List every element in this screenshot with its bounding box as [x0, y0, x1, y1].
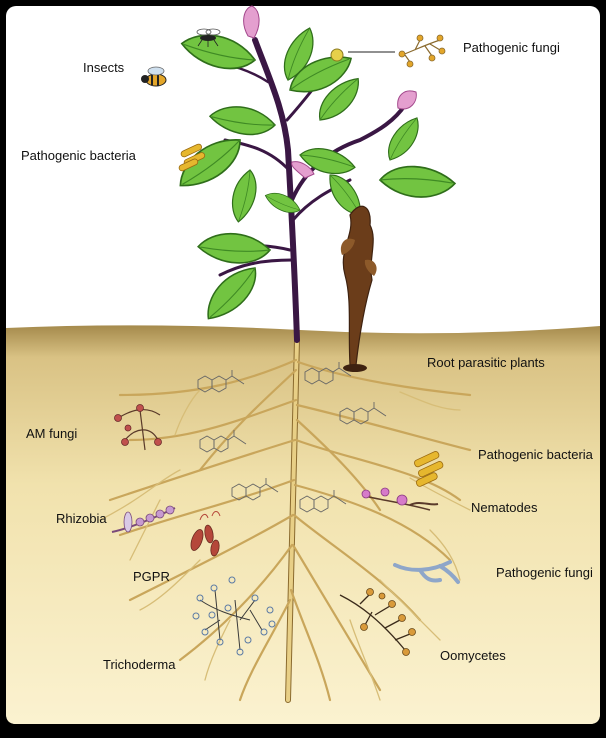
rhizobia-icon — [111, 505, 176, 533]
label-pathogenic-bacteria-leaf: Pathogenic bacteria — [21, 148, 136, 163]
label-insects: Insects — [83, 60, 125, 75]
nematode-icon — [361, 487, 439, 511]
label-oomycetes: Oomycetes — [440, 648, 506, 663]
root-system — [99, 337, 472, 703]
label-pathogenic-bacteria-root: Pathogenic bacteria — [478, 447, 593, 462]
oomycetes-icon — [339, 588, 416, 656]
label-pathogenic-fungi-root: Pathogenic fungi — [496, 565, 593, 580]
hyphae-icon — [393, 560, 460, 584]
label-am-fungi: AM fungi — [26, 426, 78, 441]
soil-panel — [6, 325, 600, 724]
label-rhizobia: Rhizobia — [56, 511, 107, 526]
bacteria-icon — [178, 143, 444, 487]
fungal-spore-icon — [330, 34, 446, 68]
label-root-parasitic-plants: Root parasitic plants — [427, 355, 545, 370]
insect-icon — [141, 28, 221, 87]
pgpr-icon — [190, 511, 221, 557]
am-fungi-icon — [114, 404, 162, 451]
label-pgpr: PGPR — [133, 569, 170, 584]
label-trichoderma: Trichoderma — [103, 657, 176, 672]
trichoderma-icon — [192, 576, 276, 656]
label-nematodes: Nematodes — [471, 500, 538, 515]
label-pathogenic-fungi-leaf: Pathogenic fungi — [463, 40, 560, 55]
flower-buds — [243, 5, 417, 179]
root-parasitic-plant — [340, 205, 377, 372]
